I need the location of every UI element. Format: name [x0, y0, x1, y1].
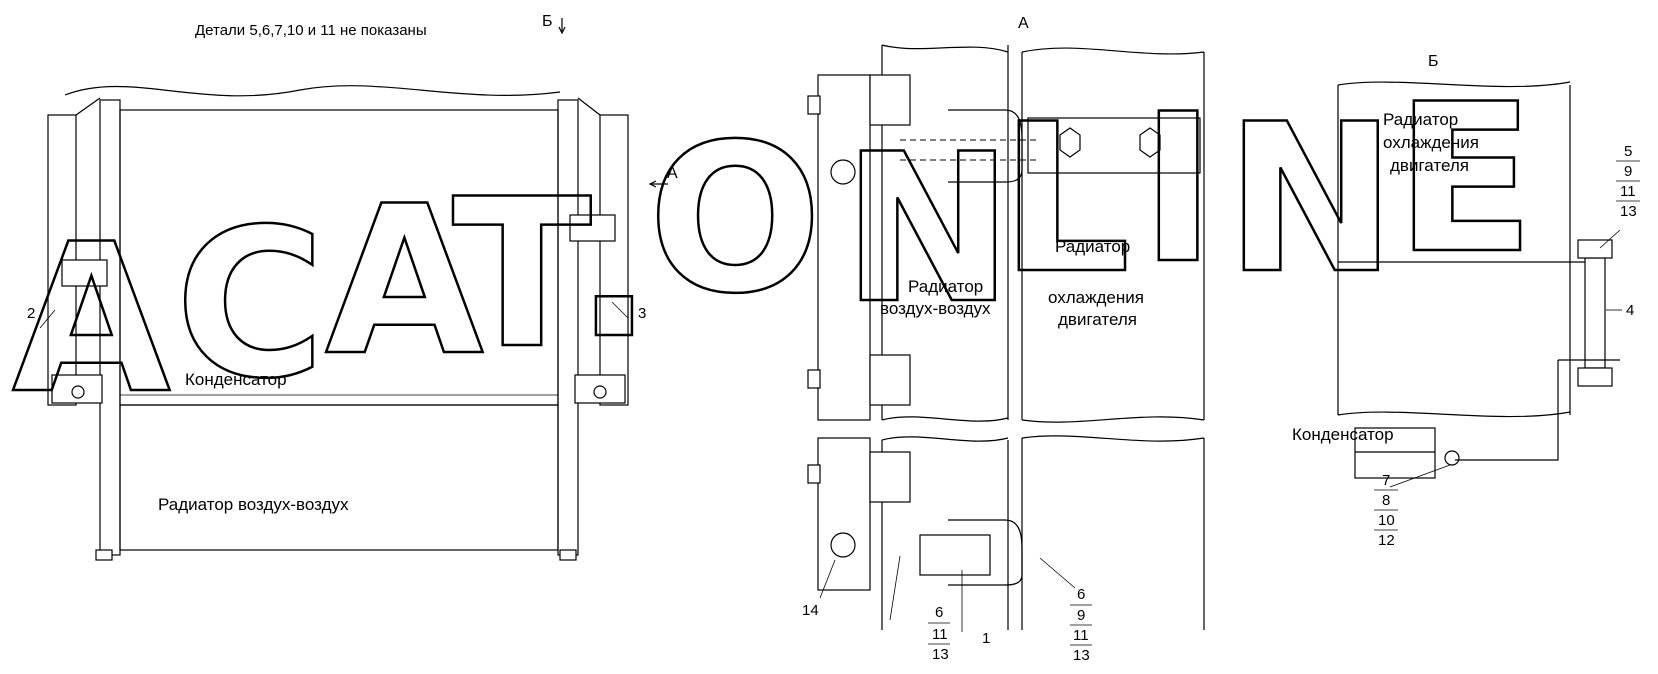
stack-bottom-12: 12 — [1378, 532, 1395, 549]
view-b — [1337, 81, 1622, 488]
watermark-letter: A — [325, 163, 484, 401]
stack-top-13: 13 — [1620, 203, 1637, 220]
view-a-engine-radiator-line2: охлаждения — [1048, 288, 1144, 307]
note-text: Детали 5,6,7,10 и 11 не показаны — [195, 22, 427, 39]
view-b-arrow-label: Б — [542, 13, 553, 30]
callout-1: 1 — [982, 630, 990, 647]
watermark: A C A T . O N L I N E — [11, 60, 1537, 441]
labels: Детали 5,6,7,10 и 11 не показаны Б А А Б… — [27, 13, 1640, 664]
stack-top-5: 5 — [1624, 143, 1632, 160]
view-a-title: А — [1018, 15, 1029, 32]
view-b-title: Б — [1428, 53, 1439, 70]
view-a-arrow-label: А — [667, 165, 678, 182]
watermark-letter: C — [175, 186, 325, 424]
view-b-engine-radiator-line3: двигателя — [1390, 156, 1469, 175]
watermark-letter: . — [575, 146, 653, 384]
watermark-letter: N — [842, 111, 1014, 349]
watermark-letter: T — [452, 156, 592, 394]
view-a-engine-radiator-line1: Радиатор — [1055, 237, 1130, 256]
stack-left-13: 13 — [932, 646, 949, 663]
view-b-engine-radiator-line1: Радиатор — [1383, 110, 1458, 129]
callout-2: 2 — [27, 305, 35, 322]
view-a-air-radiator-line1: Радиатор — [908, 277, 983, 296]
watermark-letter: I — [1140, 71, 1216, 309]
watermark-letter: L — [1000, 81, 1131, 319]
watermark-letter: E — [1395, 61, 1535, 299]
stack-bottom-7: 7 — [1382, 472, 1390, 489]
watermark-letter: N — [1225, 81, 1397, 319]
left-condenser-label: Конденсатор — [185, 370, 287, 389]
callout-14: 14 — [802, 602, 819, 619]
stack-top-11: 11 — [1620, 183, 1636, 200]
view-b-engine-radiator-line2: охлаждения — [1383, 133, 1479, 152]
callout-4: 4 — [1626, 302, 1634, 319]
view-b-condenser-label: Конденсатор — [1292, 425, 1394, 444]
left-view — [39, 18, 668, 561]
callout-3: 3 — [638, 305, 646, 322]
stack-bottom-8: 8 — [1382, 492, 1390, 509]
stack-right-13: 13 — [1073, 647, 1090, 664]
stack-left-11: 11 — [932, 626, 948, 643]
view-a-air-radiator-line2: воздух-воздух — [880, 299, 991, 318]
watermark-letter: A — [12, 201, 171, 439]
stack-bottom-10: 10 — [1378, 512, 1395, 529]
view-a-engine-radiator-line3: двигателя — [1058, 310, 1137, 329]
stack-top-9: 9 — [1624, 163, 1632, 180]
stack-left-6: 6 — [935, 604, 943, 621]
stack-right-6: 6 — [1077, 586, 1085, 603]
stack-right-11: 11 — [1073, 627, 1089, 644]
left-air-radiator-label: Радиатор воздух-воздух — [158, 495, 349, 514]
watermark-letter: O — [648, 101, 822, 339]
stack-right-9: 9 — [1077, 607, 1085, 624]
view-a — [807, 44, 1205, 632]
